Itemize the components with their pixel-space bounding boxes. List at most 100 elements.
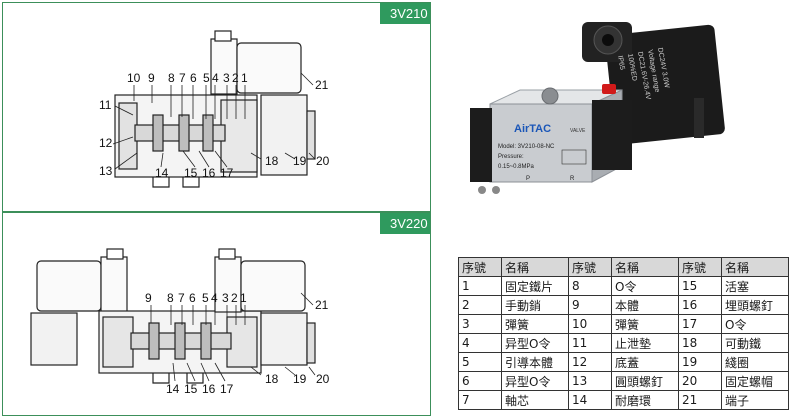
table-cell: O令	[611, 276, 679, 296]
callout-1: 1	[241, 71, 248, 85]
callout-17: 17	[220, 382, 234, 396]
table-cell: 固定鐵片	[501, 276, 569, 296]
table-cell: 耐磨環	[611, 390, 679, 410]
valve-label: VALVE	[570, 128, 586, 134]
table-row: 6 异型O令 13 圓頭螺釘 20 固定螺帽	[458, 371, 789, 391]
port-p: P	[526, 176, 530, 182]
table-row: 1 固定鐵片 8 O令 15 活塞	[458, 276, 789, 296]
callout-7: 7	[178, 291, 185, 305]
table-cell: 端子	[721, 390, 789, 410]
table-cell: 1	[458, 276, 502, 296]
diagram-3v210-panel: 3V210 10 9 8 7	[2, 2, 431, 212]
pressure-label: Pressure:	[498, 154, 524, 160]
product-photo: DC24V 3.0W Voltage range DC21.6V-26.4V 1…	[470, 22, 725, 194]
callout-3: 3	[222, 291, 229, 305]
table-cell: 彈簧	[611, 314, 679, 334]
pressure-value: 0.15~0.8MPa	[498, 164, 535, 170]
table-cell: 异型O令	[501, 333, 569, 353]
header-no-3: 序號	[678, 257, 722, 277]
callout-16: 16	[202, 166, 216, 180]
callout-6: 6	[189, 291, 196, 305]
callout-13: 13	[99, 164, 113, 178]
callout-19: 19	[293, 372, 307, 386]
callout-2: 2	[231, 291, 238, 305]
table-cell: 底蓋	[611, 352, 679, 372]
header-no-1: 序號	[458, 257, 502, 277]
table-cell: 3	[458, 314, 502, 334]
table-cell: 18	[678, 333, 722, 353]
valve-nameplate: AirTAC VALVE Model: 3V210-08-NC Pressure…	[498, 123, 587, 182]
table-row: 5 引導本體 12 底蓋 19 綫圈	[458, 352, 789, 372]
callout-4: 4	[212, 71, 219, 85]
manual-override-button	[602, 84, 616, 94]
table-row: 7 軸芯 14 耐磨環 21 端子	[458, 390, 789, 410]
table-cell: 2	[458, 295, 502, 315]
table-header-row: 序號 名稱 序號 名稱 序號 名稱	[458, 257, 789, 277]
callout-19: 19	[293, 154, 307, 168]
table-cell: O令	[721, 314, 789, 334]
callout-15: 15	[184, 166, 198, 180]
table-cell: 可動鐵	[721, 333, 789, 353]
table-cell: 16	[678, 295, 722, 315]
callout-10: 10	[127, 71, 141, 85]
diagram-3v220-drawing: 9 8 7 6 5 4 3 2 1 14 15 16 17 18 19 20 2…	[30, 248, 330, 396]
callout-20: 20	[316, 372, 330, 386]
callout-1: 1	[240, 291, 247, 305]
callout-21: 21	[315, 78, 329, 92]
diagram-3v210-drawing: 10 9 8 7 6 5 4 3 2 1 11 12 13 14 15 16 1…	[99, 30, 330, 188]
coil-text-4: 100%ED	[626, 53, 638, 81]
table-row: 4 异型O令 11 止泄墊 18 可動鐵	[458, 333, 789, 353]
model-text: Model: 3V210-08-NC	[498, 144, 555, 150]
callout-2: 2	[232, 71, 239, 85]
solenoid-coil: DC24V 3.0W Voltage range DC21.6V-26.4V 1…	[582, 22, 725, 145]
header-name-2: 名稱	[611, 257, 679, 277]
callout-15: 15	[184, 382, 198, 396]
callout-11: 11	[99, 98, 112, 112]
diagram-3v210-tag: 3V210	[380, 3, 430, 24]
callout-9: 9	[145, 291, 152, 305]
callout-20: 20	[316, 154, 330, 168]
table-cell: 手動銷	[501, 295, 569, 315]
header-name-1: 名稱	[501, 257, 569, 277]
table-cell: 彈簧	[501, 314, 569, 334]
table-cell: 綫圈	[721, 352, 789, 372]
table-cell: 9	[568, 295, 612, 315]
table-cell: 14	[568, 390, 612, 410]
table-cell: 20	[678, 371, 722, 391]
callout-18: 18	[265, 372, 279, 386]
callout-21: 21	[315, 298, 329, 312]
coil-text-5: IP65	[616, 55, 625, 71]
callout-14: 14	[166, 382, 180, 396]
table-cell: 17	[678, 314, 722, 334]
table-cell: 圓頭螺釘	[611, 371, 679, 391]
table-cell: 6	[458, 371, 502, 391]
callout-14: 14	[155, 166, 169, 180]
callout-5: 5	[202, 291, 209, 305]
callout-6: 6	[190, 71, 197, 85]
table-cell: 埋頭螺釘	[721, 295, 789, 315]
table-cell: 21	[678, 390, 722, 410]
callout-4: 4	[211, 291, 218, 305]
port-r: R	[570, 176, 575, 182]
table-cell: 7	[458, 390, 502, 410]
header-no-2: 序號	[568, 257, 612, 277]
table-cell: 止泄墊	[611, 333, 679, 353]
table-cell: 19	[678, 352, 722, 372]
callout-5: 5	[203, 71, 210, 85]
table-cell: 4	[458, 333, 502, 353]
callout-17: 17	[220, 166, 234, 180]
brand-logo: AirTAC	[514, 123, 551, 135]
header-name-3: 名稱	[721, 257, 789, 277]
callout-18: 18	[265, 154, 279, 168]
table-cell: 异型O令	[501, 371, 569, 391]
callout-9: 9	[148, 71, 155, 85]
table-cell: 5	[458, 352, 502, 372]
parts-table: 序號 名稱 序號 名稱 序號 名稱 1 固定鐵片 8 O令 15 活塞 2 手動…	[458, 257, 789, 410]
table-cell: 13	[568, 371, 612, 391]
table-cell: 15	[678, 276, 722, 296]
diagram-3v220-panel: 3V220 9 8	[2, 212, 431, 416]
callout-12: 12	[99, 136, 113, 150]
table-cell: 本體	[611, 295, 679, 315]
table-cell: 引導本體	[501, 352, 569, 372]
table-row: 2 手動銷 9 本體 16 埋頭螺釘	[458, 295, 789, 315]
